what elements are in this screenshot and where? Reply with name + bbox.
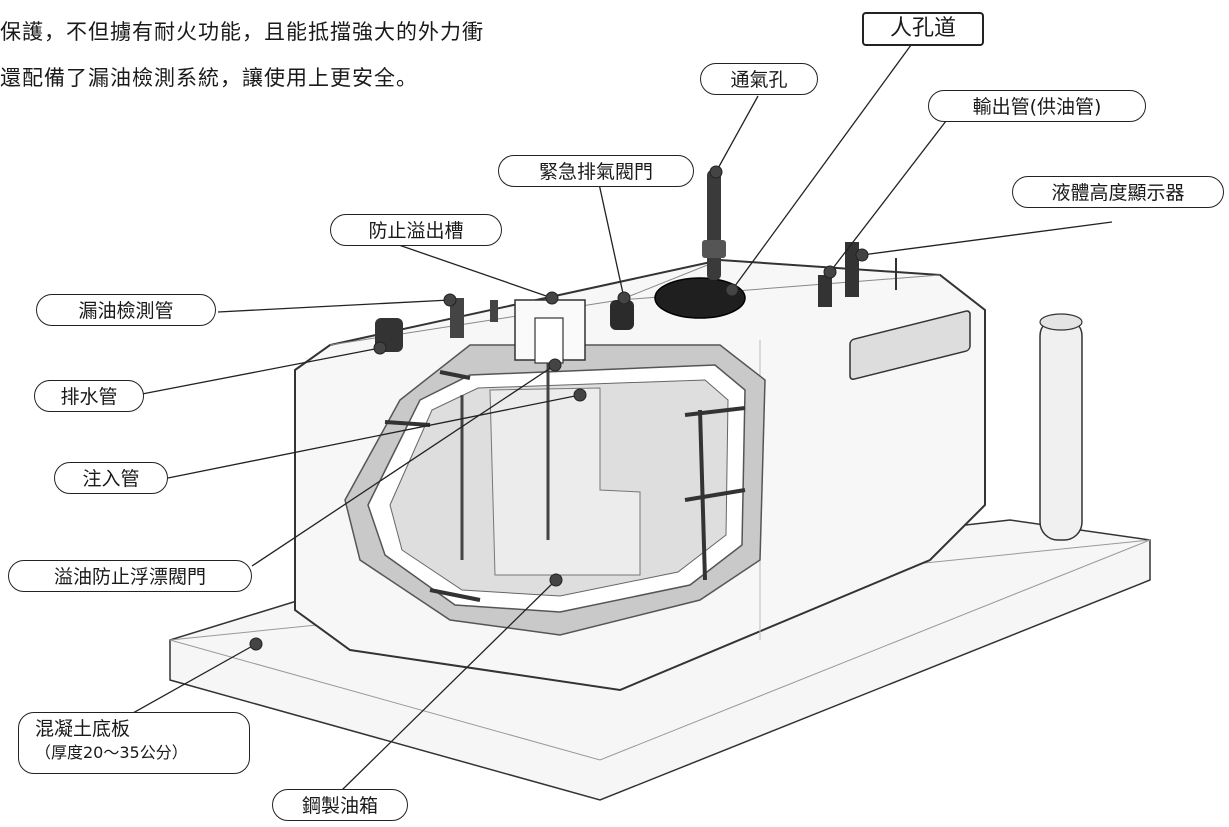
intro-line-1: 保護，不但擄有耐火功能，且能抵擋強大的外力衝 xyxy=(0,20,484,44)
leak-pipe-shape xyxy=(450,298,464,338)
label-leak-pipe: 漏油檢測管 xyxy=(36,294,216,326)
level-indicator-shape xyxy=(845,242,859,297)
dot-steel xyxy=(549,573,563,587)
label-steel-tank: 鋼製油箱 xyxy=(272,789,408,821)
dot-overflow xyxy=(545,291,559,305)
dot-fill xyxy=(573,388,587,402)
label-fill-pipe: 注入管 xyxy=(54,462,168,494)
label-manhole: 人孔道 xyxy=(862,12,984,46)
dot-leak xyxy=(443,293,457,307)
label-concrete-slab-note: （厚度20～35公分） xyxy=(35,743,188,762)
intro-line-2: 還配備了漏油檢測系統，讓使用上更安全。 xyxy=(0,66,418,90)
dot-output xyxy=(823,265,837,279)
vent-pipe xyxy=(707,170,721,280)
dot-level xyxy=(855,248,869,262)
label-level-indicator: 液體高度顯示器 xyxy=(1012,176,1224,208)
dot-float xyxy=(548,358,562,372)
label-concrete-slab-title: 混凝土底板 xyxy=(35,718,131,740)
dot-manhole xyxy=(725,283,739,297)
label-drain-pipe: 排水管 xyxy=(34,380,144,412)
output-pipe-shape xyxy=(818,275,832,307)
label-output-pipe: 輸出管(供油管) xyxy=(928,90,1146,122)
dot-vent xyxy=(709,165,723,179)
dot-emergency xyxy=(617,291,631,305)
dot-slab xyxy=(249,637,263,651)
emergency-valve xyxy=(610,300,634,330)
label-overflow-tank: 防止溢出槽 xyxy=(330,214,502,246)
label-float-valve: 溢油防止浮漂閥門 xyxy=(8,560,252,592)
label-emergency-valve: 緊急排氣閥門 xyxy=(498,155,694,187)
dot-drain xyxy=(373,341,387,355)
right-post xyxy=(1039,317,1083,541)
label-concrete-slab: 混凝土底板 （厚度20～35公分） xyxy=(18,712,250,774)
manhole-cover xyxy=(654,277,746,319)
label-vent: 通氣孔 xyxy=(700,63,818,95)
name-plate xyxy=(849,310,971,380)
